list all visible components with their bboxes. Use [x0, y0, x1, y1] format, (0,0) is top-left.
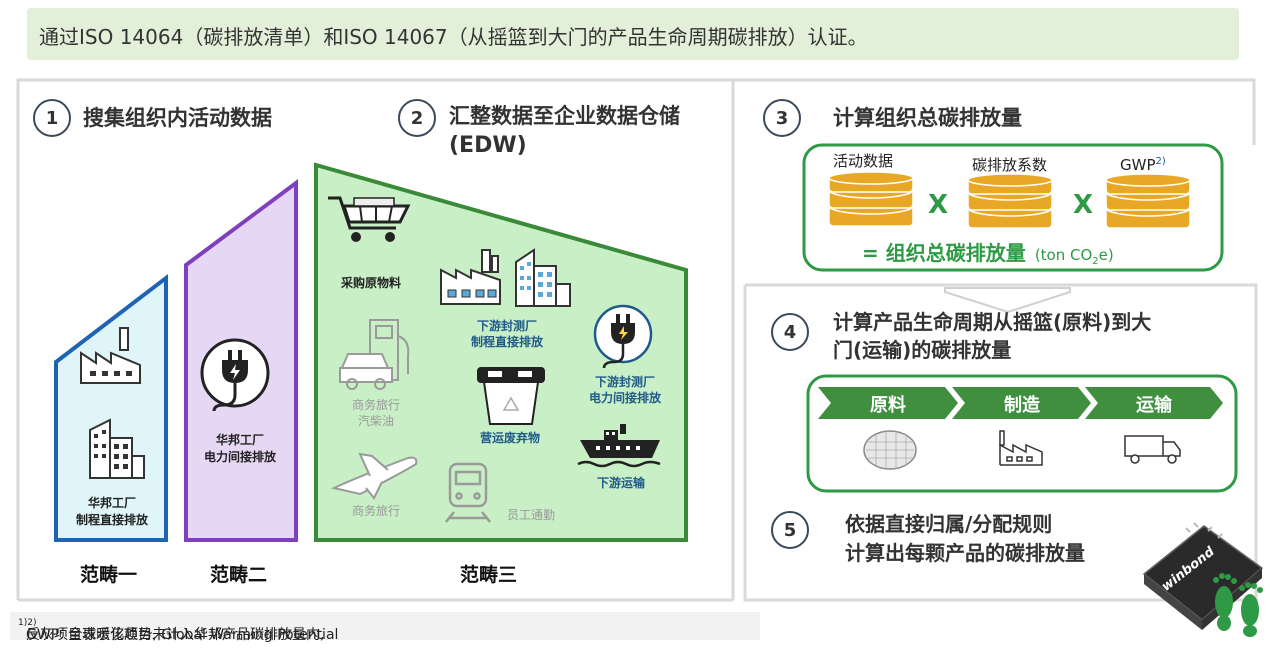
- scope3-purchase-label: 采购原物料: [340, 276, 401, 290]
- scope3-ship-label: 下游运输: [596, 476, 645, 490]
- step2-title-line1: 汇整数据至企业数据仓储: [449, 104, 680, 128]
- stage-transport: 运输: [1136, 395, 1172, 416]
- database-icon: [828, 172, 914, 227]
- step4-number: 4: [771, 313, 809, 351]
- step5-number: 5: [771, 511, 809, 549]
- scope3-plane-label: 商务旅行: [351, 504, 400, 518]
- airplane-icon: [330, 452, 418, 500]
- factor-emission-coefficient: 碳排放系数: [972, 156, 1048, 174]
- scope3-plug-label-line1: 下游封测厂: [594, 375, 655, 389]
- step1-number: 1: [33, 99, 71, 137]
- scope3-car-label-line1: 商务旅行: [351, 398, 400, 412]
- waste-bin-icon: [477, 367, 545, 425]
- scope2-label-line2: 电力间接排放: [203, 450, 276, 464]
- cargo-ship-icon: [577, 424, 661, 468]
- chevron-manufacturing: [952, 387, 1091, 419]
- multiply-sign: X: [1073, 190, 1094, 220]
- scope2-label-line1: 华邦工厂: [215, 433, 264, 447]
- train-icon: [445, 462, 491, 523]
- step5-title-line1: 依据直接归属/分配规则: [845, 512, 1053, 536]
- office-building-icon: [515, 248, 571, 307]
- office-building-icon: [89, 418, 145, 479]
- multiply-sign: X: [928, 190, 949, 220]
- footprint-icon: [1213, 573, 1263, 637]
- gas-car-icon: [339, 319, 410, 390]
- power-plug-icon: [200, 338, 270, 412]
- scope1-label-line1: 华邦工厂: [87, 496, 136, 510]
- chevron-transport: [1085, 387, 1223, 419]
- scope3-factory-label-line2: 制程直接排放: [470, 335, 543, 349]
- step5-title-line2: 计算出每颗产品的碳排放量: [845, 541, 1085, 565]
- scope2-name: 范畴二: [210, 564, 268, 586]
- scope3-waste-label: 营运废弃物: [479, 431, 540, 445]
- banner-text: 通过ISO 14064（碳排放清单）和ISO 14067（从摇篮到大门的产品生命…: [39, 25, 868, 49]
- stage-manufacturing: 制造: [1004, 395, 1040, 416]
- wafer-icon: [863, 430, 917, 470]
- main-frame: [16, 78, 1256, 600]
- scope3-train-label: 员工通勤: [506, 508, 555, 522]
- footnote: 1)反灰项目表示该项目未计入华邦产品碳排放量内, 2)GWP: 全球暖化趋势, …: [10, 612, 760, 643]
- down-arrow: [944, 287, 1071, 314]
- header-banner: 通过ISO 14064（碳排放清单）和ISO 14067（从摇篮到大门的产品生命…: [27, 8, 1239, 60]
- step3-title: 计算组织总碳排放量: [833, 106, 1022, 130]
- power-plug-icon: [593, 304, 653, 369]
- step3-number: 3: [763, 99, 801, 137]
- step2-title-line2: (EDW): [449, 133, 527, 158]
- database-icon: [967, 174, 1053, 229]
- database-icon: [1105, 174, 1191, 229]
- scope3-name: 范畴三: [460, 564, 518, 586]
- factory-icon: [80, 327, 141, 384]
- shopping-cart-icon: [328, 196, 411, 242]
- step4-title-line2: 门(运输)的碳排放量: [833, 338, 1012, 362]
- step4-title-line1: 计算产品生命周期从摇篮(原料)到大: [833, 310, 1152, 334]
- factory-icon: [440, 249, 501, 305]
- formula-result: = 组织总碳排放量 (ton CO2e): [862, 241, 1114, 267]
- factor-activity-data: 活动数据: [833, 152, 894, 170]
- step2-number: 2: [398, 99, 436, 137]
- scope1-label-line2: 制程直接排放: [75, 513, 148, 527]
- factory-icon: [999, 430, 1043, 466]
- scope3-car-label-line2: 汽柴油: [357, 414, 394, 428]
- stage-raw-material: 原料: [870, 395, 906, 416]
- truck-icon: [1124, 435, 1181, 464]
- scope3-plug-label-line2: 电力间接排放: [588, 391, 661, 405]
- chevron-raw-material: [818, 387, 958, 419]
- scope3-factory-label-line1: 下游封测厂: [476, 319, 537, 333]
- factor-gwp: GWP2): [1120, 156, 1166, 174]
- scope1-name: 范畴一: [80, 564, 138, 586]
- step1-title: 搜集组织内活动数据: [83, 106, 272, 130]
